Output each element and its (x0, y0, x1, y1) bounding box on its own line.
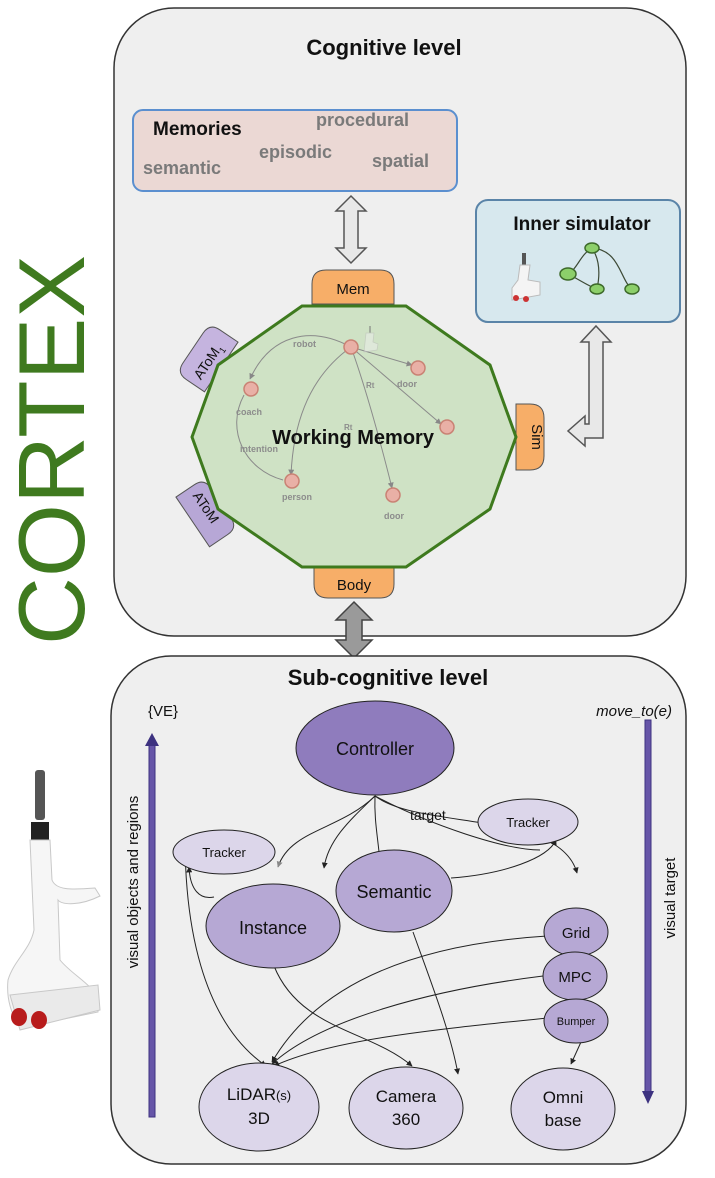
lidar-node (198, 1062, 320, 1152)
right-down-arrow (642, 719, 654, 1104)
wm-label-coach: coach (236, 407, 262, 417)
mini-robot-icon (511, 253, 541, 302)
camera-label-line1: Camera (376, 1087, 437, 1106)
controller-label: Controller (336, 739, 414, 759)
inner-simulator-title: Inner simulator (513, 214, 651, 235)
semantic-node (335, 849, 453, 933)
lidar-label-line1: LiDAR(s) (227, 1085, 291, 1104)
memories-box (132, 109, 458, 192)
tracker-left-node (172, 829, 276, 875)
sim-tab (515, 403, 545, 471)
bumper-label: Bumper (557, 1016, 596, 1028)
wm-graph-edges (236, 335, 442, 489)
left-up-arrow (145, 733, 159, 1118)
tracker-right-node (477, 798, 579, 846)
memories-mem-double-arrow (334, 194, 368, 265)
camera-node (348, 1066, 464, 1150)
wm-label-person: person (282, 492, 312, 502)
memories-title: Memories (153, 119, 242, 140)
memory-semantic: semantic (143, 158, 221, 178)
wm-label-robot: robot (293, 339, 316, 349)
camera-label-line2: 360 (392, 1110, 420, 1129)
wm-label-rt2: Rt (344, 423, 353, 432)
lidar-label-line2: 3D (248, 1109, 270, 1128)
working-memory-title: Working Memory (272, 427, 435, 449)
wm-graph-nodes (243, 339, 455, 503)
omni-label-line1: Omni (543, 1088, 584, 1107)
right-arrow-label: visual target (662, 857, 679, 939)
wm-label-rt1: Rt (366, 381, 375, 390)
mem-tab (311, 269, 395, 305)
wm-label-door1: door (397, 379, 417, 389)
mpc-label: MPC (558, 969, 592, 986)
cognitive-level-title: Cognitive level (306, 35, 461, 60)
instance-node (205, 883, 341, 969)
tracker-left-label: Tracker (202, 845, 246, 860)
memory-procedural: procedural (316, 110, 409, 130)
memory-episodic: episodic (259, 142, 332, 162)
move-to-label: move_to(e) (596, 703, 672, 720)
sim-double-arrow (566, 324, 613, 448)
wm-label-intention: intention (240, 444, 278, 454)
bumper-node (543, 998, 609, 1044)
left-arrow-label: visual objects and regions (125, 796, 142, 969)
instance-label: Instance (239, 918, 307, 938)
memory-spatial: spatial (372, 151, 429, 171)
robot-illustration (7, 770, 101, 1031)
mem-tab-label: Mem (336, 281, 369, 298)
mini-graph-nodes (559, 242, 640, 295)
grid-label: Grid (562, 925, 590, 942)
wm-graph-labels: robot door coach intention Rt Rt person … (236, 339, 417, 521)
ve-label: {VE} (148, 703, 178, 720)
subcognitive-level-title: Sub-cognitive level (288, 665, 489, 690)
omni-base-node (510, 1067, 616, 1151)
atom1-tab (179, 326, 239, 393)
semantic-label: Semantic (356, 882, 431, 902)
omni-label-line2: base (545, 1111, 582, 1130)
sim-tab-label: Sim (528, 424, 545, 450)
wm-label-door2: door (384, 511, 404, 521)
controller-node (295, 700, 455, 796)
body-tab-label: Body (337, 577, 372, 594)
tracker-right-label: Tracker (506, 815, 550, 830)
wm-robot-icon (363, 326, 379, 353)
working-memory-decagon (190, 304, 518, 569)
body-tab (313, 567, 395, 599)
target-label: target (410, 807, 446, 823)
cortex-side-label: CORTEX (0, 255, 104, 645)
